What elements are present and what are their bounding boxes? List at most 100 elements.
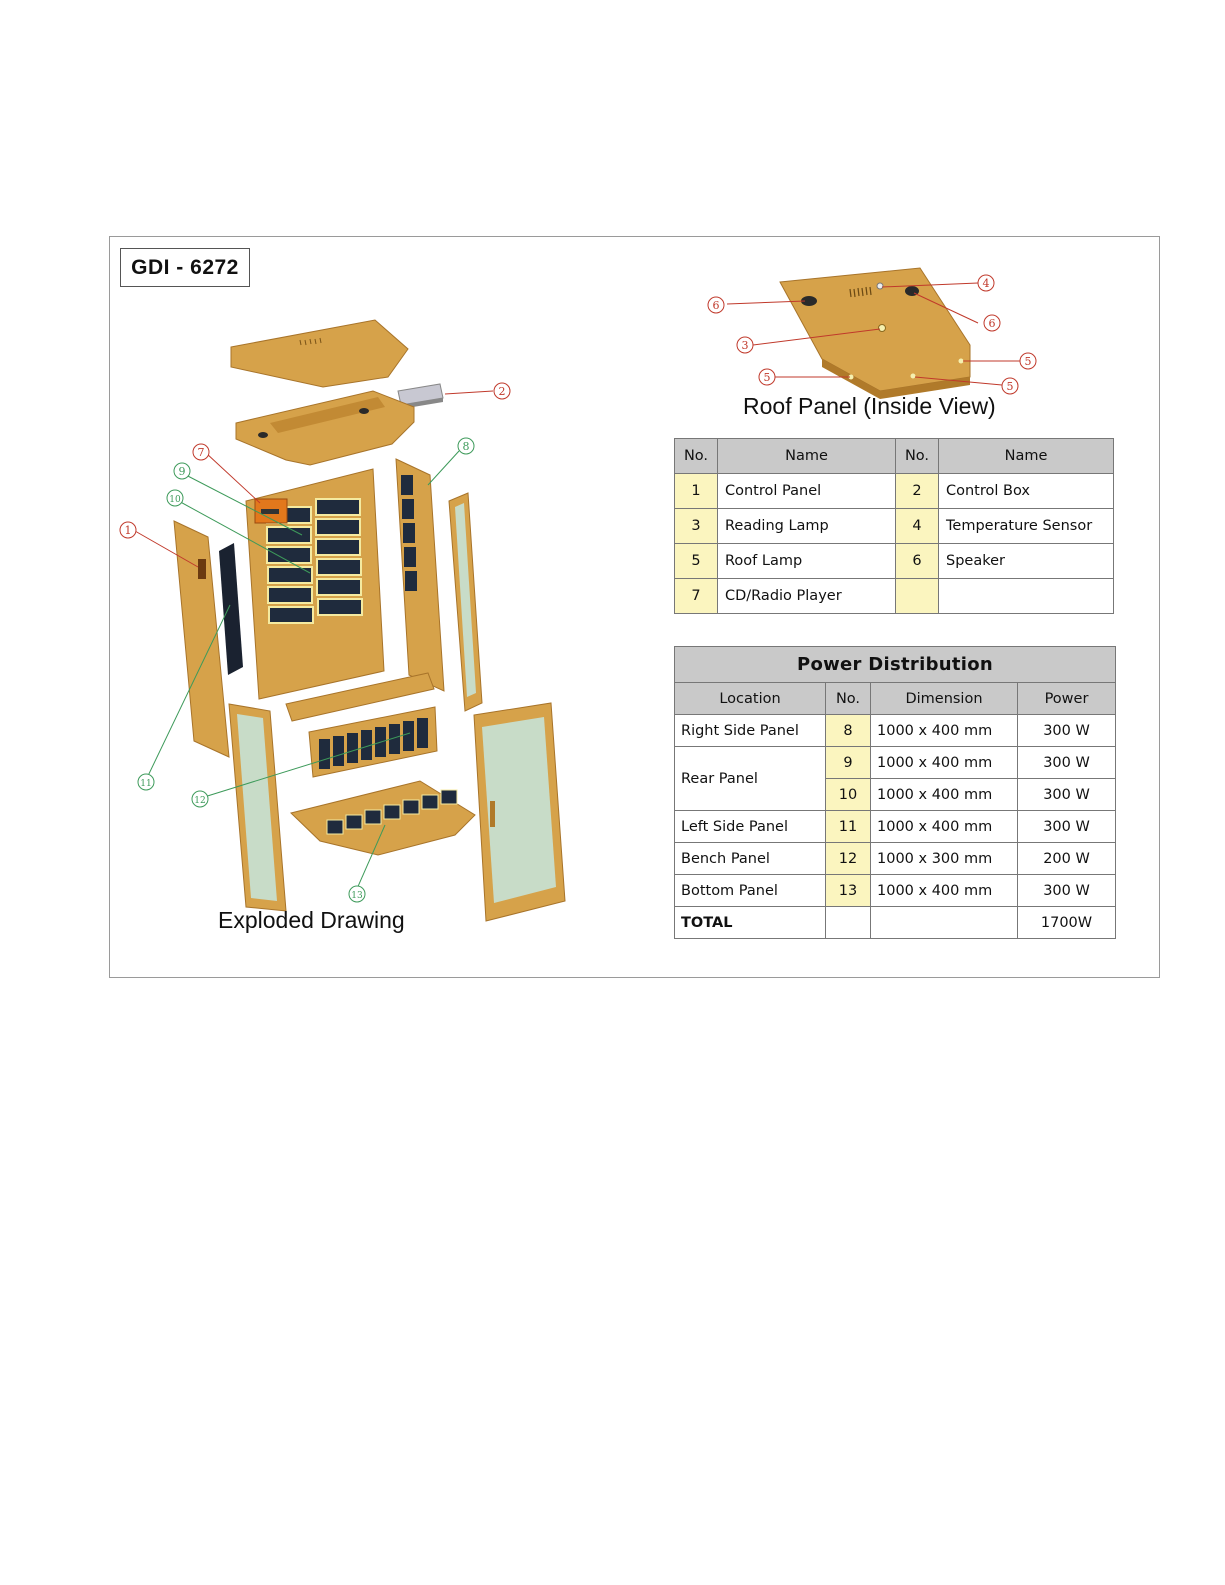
column-header: No. [674, 438, 718, 474]
empty-cell [870, 906, 1018, 939]
dimension-cell: 1000 x 400 mm [870, 874, 1018, 907]
spec-sheet-frame: GDI - 6272 [109, 236, 1160, 978]
location-cell: Bottom Panel [674, 874, 826, 907]
svg-text:3: 3 [742, 339, 749, 352]
location-cell: Rear Panel [674, 746, 826, 811]
svg-text:7: 7 [198, 446, 205, 459]
svg-text:10: 10 [169, 495, 181, 505]
parts-table: No. Name No. Name 1 Control Panel 2 Cont… [674, 438, 1114, 614]
column-header: Location [674, 682, 826, 715]
power-distribution-table: Power Distribution Location No. Dimensio… [674, 646, 1116, 939]
svg-text:1: 1 [125, 524, 132, 537]
exploded-drawing-illustration: 1 2 3 4 5 5 5 6 6 7 8 9 10 11 12 13 [119, 267, 1037, 922]
callout-12: 12 [191, 790, 209, 808]
dimension-cell: 1000 x 300 mm [870, 842, 1018, 875]
dimension-cell: 1000 x 400 mm [870, 746, 1018, 779]
callout-2: 2 [493, 382, 511, 400]
location-cell: Left Side Panel [674, 810, 826, 843]
callout-4: 4 [977, 274, 995, 292]
svg-text:4: 4 [983, 277, 990, 290]
table-row: Bottom Panel 13 1000 x 400 mm 300 W [674, 874, 1116, 907]
part-number: 4 [895, 508, 939, 544]
power-cell: 300 W [1017, 746, 1116, 779]
speaker-icon [801, 296, 817, 306]
power-cell: 300 W [1017, 810, 1116, 843]
part-number: 5 [674, 543, 718, 579]
svg-text:5: 5 [1007, 380, 1014, 393]
svg-text:2: 2 [499, 385, 506, 398]
parts-table-header: No. Name No. Name [674, 438, 1114, 474]
part-name: Roof Lamp [717, 543, 896, 579]
callout-5: 5 [1019, 352, 1037, 370]
column-header: Power [1017, 682, 1116, 715]
panel-number: 9 [825, 746, 871, 779]
part-number: 1 [674, 473, 718, 509]
table-row: Right Side Panel 8 1000 x 400 mm 300 W [674, 714, 1116, 747]
table-row: 1 Control Panel 2 Control Box [674, 473, 1114, 509]
part-name [938, 578, 1114, 614]
column-header: Dimension [870, 682, 1018, 715]
column-header: Name [938, 438, 1114, 474]
table-row: Left Side Panel 11 1000 x 400 mm 300 W [674, 810, 1116, 843]
part-name: Reading Lamp [717, 508, 896, 544]
total-power: 1700W [1017, 906, 1116, 939]
dimension-cell: 1000 x 400 mm [870, 778, 1018, 811]
total-row: TOTAL 1700W [674, 906, 1116, 939]
svg-text:6: 6 [989, 317, 996, 330]
svg-text:12: 12 [194, 796, 205, 806]
total-label: TOTAL [674, 906, 826, 939]
callout-6: 6 [707, 296, 725, 314]
column-header: No. [895, 438, 939, 474]
panel-number: 10 [825, 778, 871, 811]
svg-text:13: 13 [351, 891, 363, 901]
table-row: Bench Panel 12 1000 x 300 mm 200 W [674, 842, 1116, 875]
column-header: Name [717, 438, 896, 474]
callout-5: 5 [1001, 377, 1019, 395]
svg-text:5: 5 [764, 371, 771, 384]
callout-13: 13 [348, 885, 366, 903]
table-row: 7 CD/Radio Player [674, 578, 1114, 614]
table-row: Rear Panel 9 1000 x 400 mm 300 W [674, 746, 1116, 811]
svg-text:9: 9 [179, 465, 186, 478]
callout-11: 11 [137, 773, 155, 791]
model-number-label: GDI - 6272 [120, 248, 250, 287]
roof-panel-caption: Roof Panel (Inside View) [743, 393, 996, 419]
column-header: No. [825, 682, 871, 715]
empty-cell [825, 906, 871, 939]
part-name: Speaker [938, 543, 1114, 579]
power-table-header: Location No. Dimension Power [674, 682, 1116, 715]
part-number [895, 578, 939, 614]
table-row: 3 Reading Lamp 4 Temperature Sensor [674, 508, 1114, 544]
table-row: 5 Roof Lamp 6 Speaker [674, 543, 1114, 579]
exploded-drawing-caption: Exploded Drawing [218, 907, 405, 933]
callout-1: 1 [119, 521, 137, 539]
dimension-cell: 1000 x 400 mm [870, 714, 1018, 747]
part-name: Control Box [938, 473, 1114, 509]
panel-number: 8 [825, 714, 871, 747]
callout-3: 3 [736, 336, 754, 354]
part-number: 7 [674, 578, 718, 614]
callout-7: 7 [192, 443, 210, 461]
dimension-cell: 1000 x 400 mm [870, 810, 1018, 843]
callout-5: 5 [758, 368, 776, 386]
part-name: Temperature Sensor [938, 508, 1114, 544]
panel-number: 11 [825, 810, 871, 843]
table-row: 10 1000 x 400 mm 300 W [675, 778, 1116, 811]
power-cell: 300 W [1017, 714, 1116, 747]
svg-text:11: 11 [140, 779, 151, 789]
power-table-title: Power Distribution [674, 646, 1116, 683]
svg-text:8: 8 [463, 440, 470, 453]
svg-text:5: 5 [1025, 355, 1032, 368]
panel-number: 12 [825, 842, 871, 875]
part-number: 6 [895, 543, 939, 579]
part-name: CD/Radio Player [717, 578, 896, 614]
power-cell: 200 W [1017, 842, 1116, 875]
part-name: Control Panel [717, 473, 896, 509]
power-cell: 300 W [1017, 874, 1116, 907]
callout-6: 6 [983, 314, 1001, 332]
location-cell: Bench Panel [674, 842, 826, 875]
part-number: 2 [895, 473, 939, 509]
callout-9: 9 [173, 462, 191, 480]
part-number: 3 [674, 508, 718, 544]
callout-10: 10 [166, 489, 184, 507]
